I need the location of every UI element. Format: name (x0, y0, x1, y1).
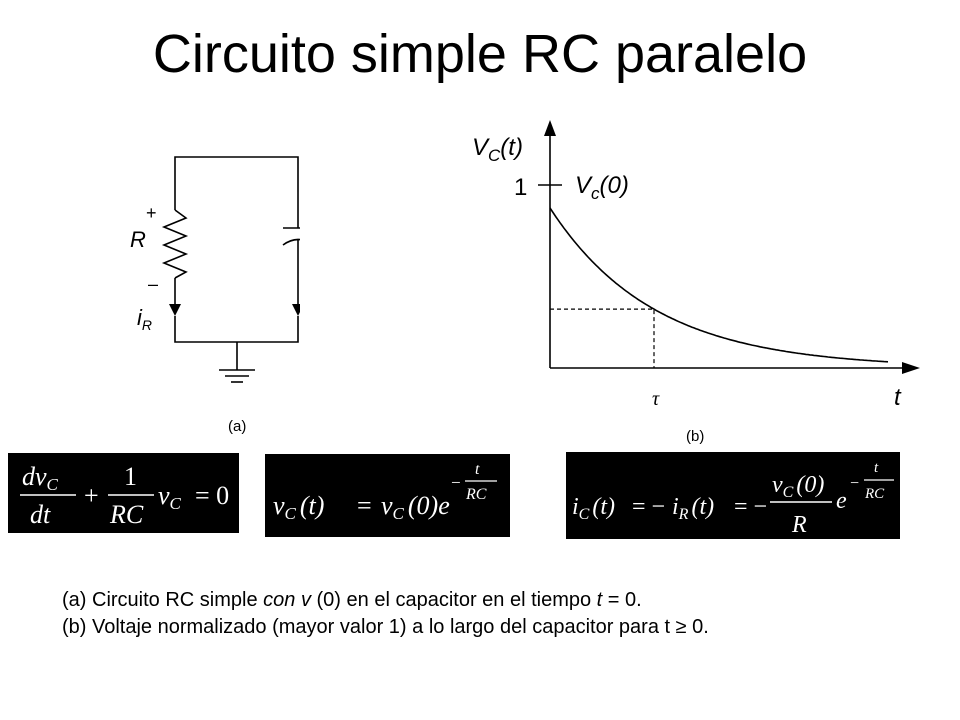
eq1-denominator: dt (30, 500, 51, 529)
rc-circuit-diagram: + R – + C – iR iC (130, 156, 300, 383)
eq1-one: 1 (124, 462, 137, 491)
eq1-numerator: dvC (22, 462, 59, 494)
caption-b: (b) Voltaje normalizado (mayor valor 1) … (62, 616, 709, 638)
eq2-exp-minus: − (451, 473, 461, 492)
eq3-denominator: R (791, 512, 807, 538)
eq1-vc: vC (158, 481, 182, 513)
y-axis-label: VC(t) (472, 134, 523, 165)
eq2-equals: = (357, 491, 372, 520)
eq3-exp-t: t (874, 460, 879, 476)
resistor-label: R (130, 227, 146, 252)
eq3-ir: iR(t) (672, 494, 714, 523)
figure-label-b: (b) (686, 428, 705, 445)
page-title: Circuito simple RC paralelo (152, 24, 808, 84)
eq2-exp-rc: RC (465, 486, 487, 503)
capacitor-plate-bottom (282, 238, 300, 246)
equation-box-3: iC(t) = − iR(t) = − vC(0) R e − t RC (566, 452, 900, 539)
wire-bottom (174, 316, 299, 343)
eq3-eq-neg-2: = − (734, 494, 767, 520)
eq2-left: vC(t) (273, 491, 324, 523)
equation-box-2: vC(t) = vC(0)e − t RC (265, 454, 510, 537)
initial-voltage-label: Vc(0) (575, 172, 629, 203)
current-label-r: iR (137, 305, 152, 333)
tau-label: τ (652, 388, 660, 410)
decay-curve (549, 207, 889, 363)
y-axis-arrow (544, 120, 556, 136)
eq1-equals-zero: = 0 (195, 481, 229, 510)
eq1-rc: RC (109, 500, 144, 529)
tau-guide-lines (550, 308, 655, 368)
current-arrow-c (292, 304, 300, 316)
x-axis-label: t (894, 384, 902, 411)
equation-box-1: dvC dt + 1 RC vC = 0 (8, 453, 239, 533)
resistor-plus-sign: + (146, 203, 157, 223)
eq1-plus: + (84, 481, 99, 510)
resistor-minus-sign: – (148, 274, 158, 294)
figure-label-a: (a) (228, 418, 247, 435)
eq2-right: vC(0)e (381, 491, 450, 523)
caption-a: (a) Circuito RC simple con v (0) en el c… (62, 589, 642, 611)
eq3-eq-neg-1: = − (632, 494, 665, 520)
eq3-exp-rc: RC (864, 486, 885, 502)
eq3-e: e (836, 488, 847, 514)
resistor-zigzag (161, 209, 189, 279)
voltage-decay-graph: VC(t) 1 Vc(0) τ t (472, 120, 920, 411)
wire-top (174, 156, 299, 194)
current-arrow-r (169, 304, 181, 316)
x-axis-arrow (902, 362, 920, 374)
eq3-exp-minus: − (850, 475, 859, 492)
eq2-exp-t: t (475, 461, 480, 478)
eq3-numerator: vC(0) (772, 472, 824, 501)
y-tick-label-1: 1 (514, 174, 527, 201)
eq3-left: iC(t) (572, 494, 615, 523)
